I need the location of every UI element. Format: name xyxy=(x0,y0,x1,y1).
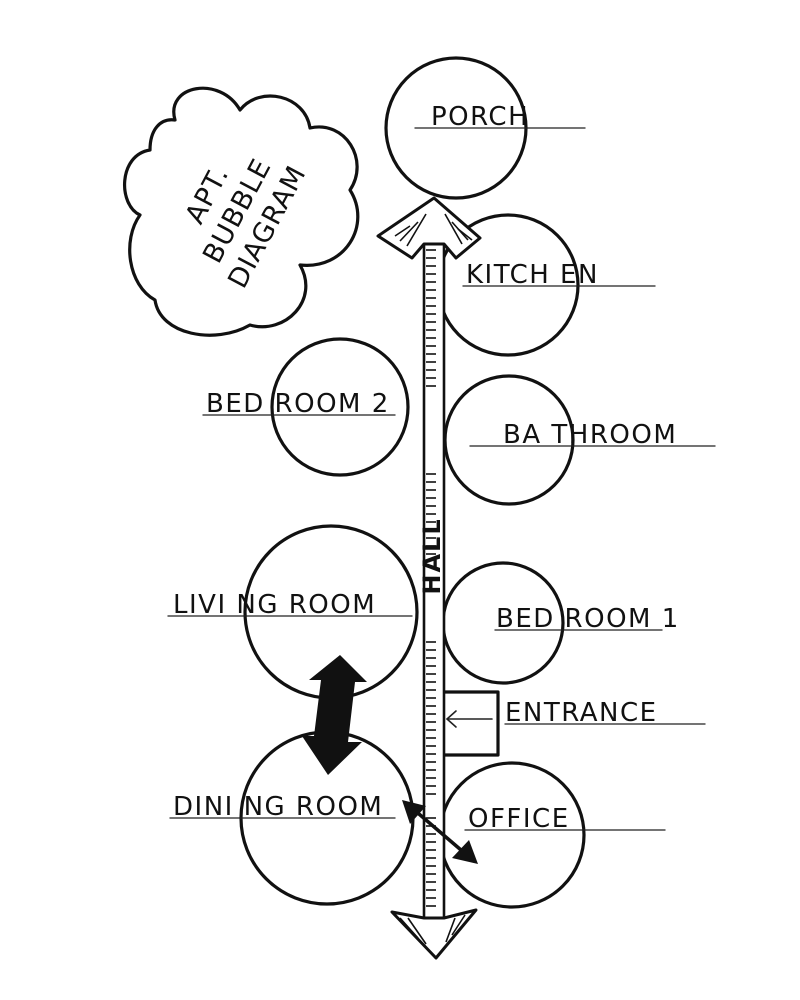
office-label: OFFICE xyxy=(468,804,570,834)
porch-label: PORCH xyxy=(431,102,529,132)
hall-top-arrow xyxy=(376,196,482,260)
office-bubble xyxy=(438,761,586,909)
hall-corridor xyxy=(422,238,446,920)
diningroom-label: DINI NG ROOM xyxy=(173,792,383,822)
bedroom1-label: BED ROOM 1 xyxy=(496,604,680,634)
label-underlines xyxy=(167,127,716,831)
title-text: APT. BUBBLE DIAGRAM xyxy=(180,154,313,294)
bedroom2-bubble xyxy=(270,337,410,477)
hall-label: HALL xyxy=(418,517,446,594)
hall-bottom-arrow xyxy=(390,908,478,960)
hall-hatching xyxy=(426,249,436,907)
bathroom-label: BA THROOM xyxy=(503,420,677,450)
entrance-label: ENTRANCE xyxy=(505,698,658,728)
hall-office-double-arrow xyxy=(402,800,478,864)
entrance-box xyxy=(438,690,500,757)
living-dining-double-arrow xyxy=(302,655,367,775)
bedroom2-label: BED ROOM 2 xyxy=(206,389,390,419)
kitchen-label: KITCH EN xyxy=(466,260,599,290)
room-labels: PORCH KITCH EN BED ROOM 2 BA THROOM LIVI… xyxy=(173,102,680,834)
livingroom-label: LIVI NG ROOM xyxy=(173,590,376,620)
title-cloud xyxy=(122,86,360,337)
